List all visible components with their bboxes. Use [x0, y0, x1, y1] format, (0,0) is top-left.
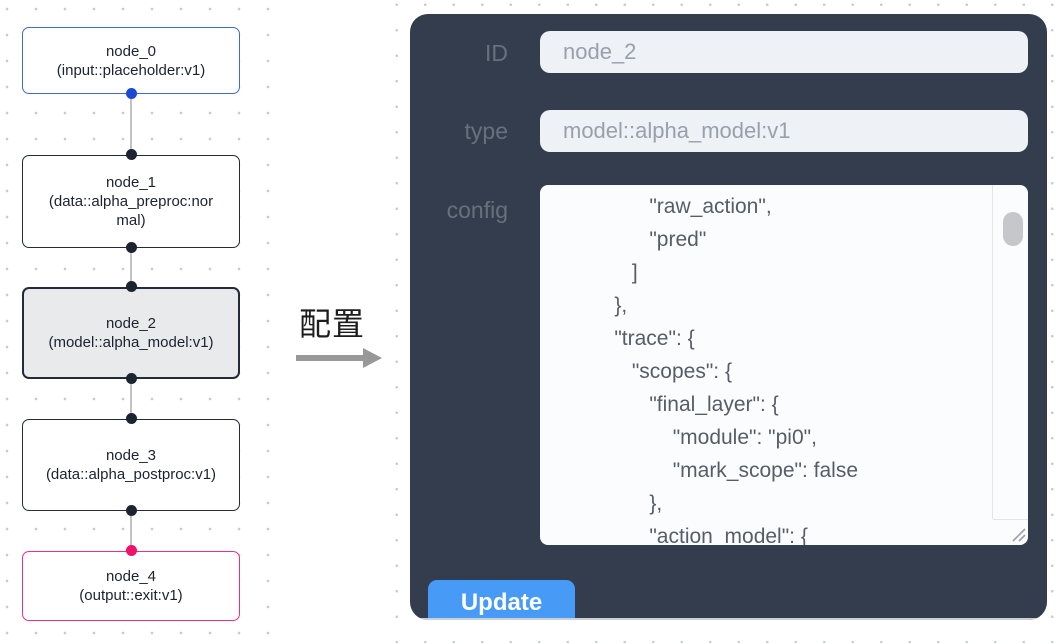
id-input[interactable] — [540, 31, 1028, 73]
edge-node1-node2 — [130, 248, 132, 287]
node-subtitle: (model::alpha_model:v1) — [48, 334, 214, 351]
node2-input-port[interactable] — [126, 281, 137, 292]
node-title: node_3 — [105, 447, 157, 464]
node4-input-port[interactable] — [126, 545, 137, 556]
edge-node2-node3 — [130, 379, 132, 419]
edge-node3-node4 — [130, 511, 132, 551]
config-json-text: "raw_action", "pred" ] }, "trace": { "sc… — [614, 195, 859, 545]
node1-output-port[interactable] — [126, 242, 137, 253]
node-subtitle: (data::alpha_postproc:v1) — [45, 466, 217, 483]
type-field-label: type — [464, 118, 508, 144]
node3-output-port[interactable] — [126, 505, 137, 516]
panel-backdrop-canvas: ID type config "raw_action", "pred" ] },… — [388, 0, 1062, 643]
scrollbar-thumb[interactable] — [1003, 212, 1023, 246]
node1-input-port[interactable] — [126, 149, 137, 160]
node-node_1[interactable]: node_1 (data::alpha_preproc:normal) — [22, 155, 240, 248]
node-subtitle: (data::alpha_preproc:normal) — [48, 193, 214, 229]
node-title: node_0 — [105, 42, 157, 60]
node3-input-port[interactable] — [126, 413, 137, 424]
right-arrow-icon — [293, 348, 403, 368]
panel-bottom-edge — [410, 618, 1047, 620]
node0-output-port[interactable] — [126, 88, 137, 99]
node-subtitle: (output::exit:v1) — [79, 587, 183, 604]
node-node_2-selected[interactable]: node_2 (model::alpha_model:v1) — [22, 287, 240, 379]
id-field-label: ID — [485, 40, 508, 66]
config-textarea[interactable]: "raw_action", "pred" ] }, "trace": { "sc… — [540, 185, 1028, 545]
scrollbar-corner-border — [993, 519, 1028, 520]
scrollbar-track-border — [992, 185, 993, 519]
update-button[interactable]: Update — [428, 580, 575, 620]
node-title: node_2 — [105, 315, 157, 332]
configure-annotation: 配置 — [293, 299, 403, 368]
node-subtitle: (input::placeholder:v1) — [56, 61, 206, 79]
edge-node0-node1 — [130, 94, 132, 155]
node-title: node_4 — [105, 568, 157, 585]
configure-label: 配置 — [299, 306, 366, 342]
type-input[interactable] — [540, 110, 1028, 152]
flow-canvas[interactable]: node_0 (input::placeholder:v1) node_1 (d… — [0, 0, 292, 643]
node2-output-port[interactable] — [126, 373, 137, 384]
resize-grip-icon[interactable] — [1009, 525, 1026, 542]
node-title: node_1 — [105, 174, 157, 191]
node-node_4[interactable]: node_4 (output::exit:v1) — [22, 551, 240, 621]
node-node_0[interactable]: node_0 (input::placeholder:v1) — [22, 27, 240, 94]
node-config-panel: ID type config "raw_action", "pred" ] },… — [410, 14, 1047, 620]
node-node_3[interactable]: node_3 (data::alpha_postproc:v1) — [22, 419, 240, 511]
config-field-label: config — [446, 197, 508, 223]
